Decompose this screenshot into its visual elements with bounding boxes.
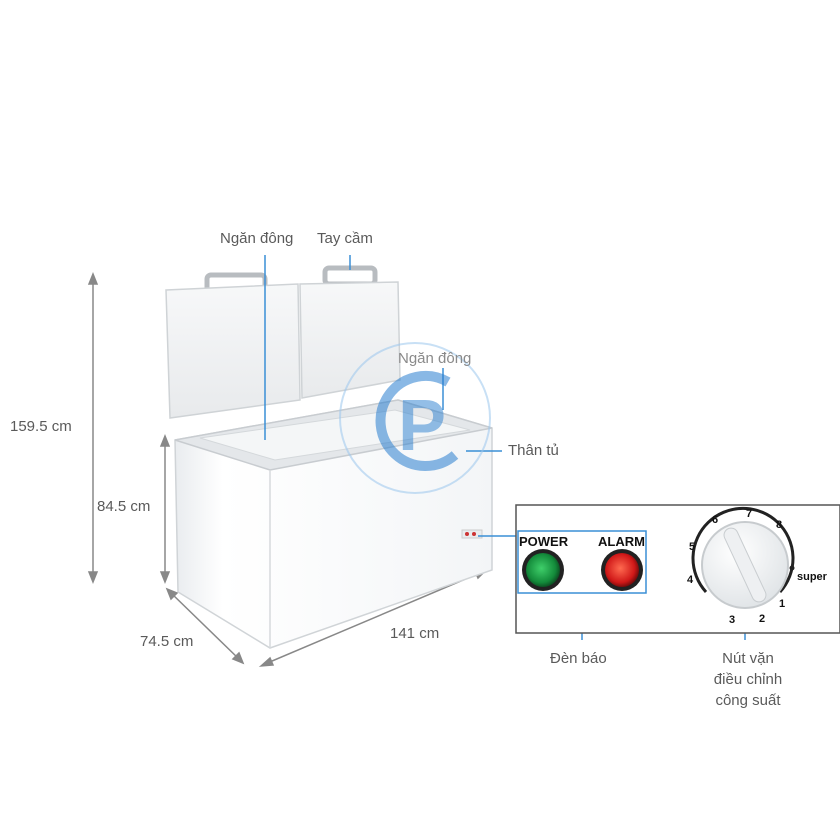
- depth-line: [169, 591, 241, 661]
- height-body-label: 84.5 cm: [97, 498, 151, 515]
- dial-number-5: 5: [689, 541, 696, 553]
- dial-super-label: super: [797, 571, 827, 583]
- callout-body: Thân tủ: [508, 442, 559, 459]
- dimension-lines: [87, 271, 488, 667]
- callout-knob-line3: công suất: [715, 692, 781, 709]
- width-label: 141 cm: [390, 625, 440, 642]
- dial-number-8: 8: [776, 519, 783, 531]
- callout-freezer-left: Ngăn đông: [220, 230, 294, 247]
- dial-number-3: 3: [729, 614, 736, 626]
- alarm-lamp: [605, 553, 639, 587]
- callout-indicator-lights: Đèn báo: [550, 650, 607, 667]
- dial-arc: [691, 506, 795, 594]
- alarm-label: ALARM: [598, 534, 645, 549]
- callout-handle: Tay cầm: [317, 230, 373, 247]
- dial-number-7: 7: [746, 508, 753, 520]
- width-line: [264, 571, 483, 665]
- callout-knob-line2: điều chỉnh: [713, 671, 783, 688]
- callout-freezer-right: Ngăn đông: [398, 350, 472, 367]
- power-label: POWER: [519, 534, 569, 549]
- left-lid: [165, 283, 301, 419]
- watermark-letter: P: [398, 386, 447, 466]
- control-panel: [515, 504, 840, 634]
- power-lamp: [526, 553, 560, 587]
- dial-number-4: 4: [687, 574, 694, 586]
- callout-knob: Nút vặn điều chỉnh công suất: [700, 648, 796, 711]
- watermark-logo: [339, 342, 491, 494]
- callout-knob-line1: Nút vặn: [722, 650, 774, 667]
- height-total-label: 159.5 cm: [10, 418, 72, 435]
- dial-number-6: 6: [712, 514, 719, 526]
- freezer-lids: [165, 265, 401, 419]
- dial-number-1: 1: [779, 598, 786, 610]
- depth-label: 74.5 cm: [140, 633, 194, 650]
- dial-number-2: 2: [759, 613, 766, 625]
- inner-cavity: [199, 409, 471, 461]
